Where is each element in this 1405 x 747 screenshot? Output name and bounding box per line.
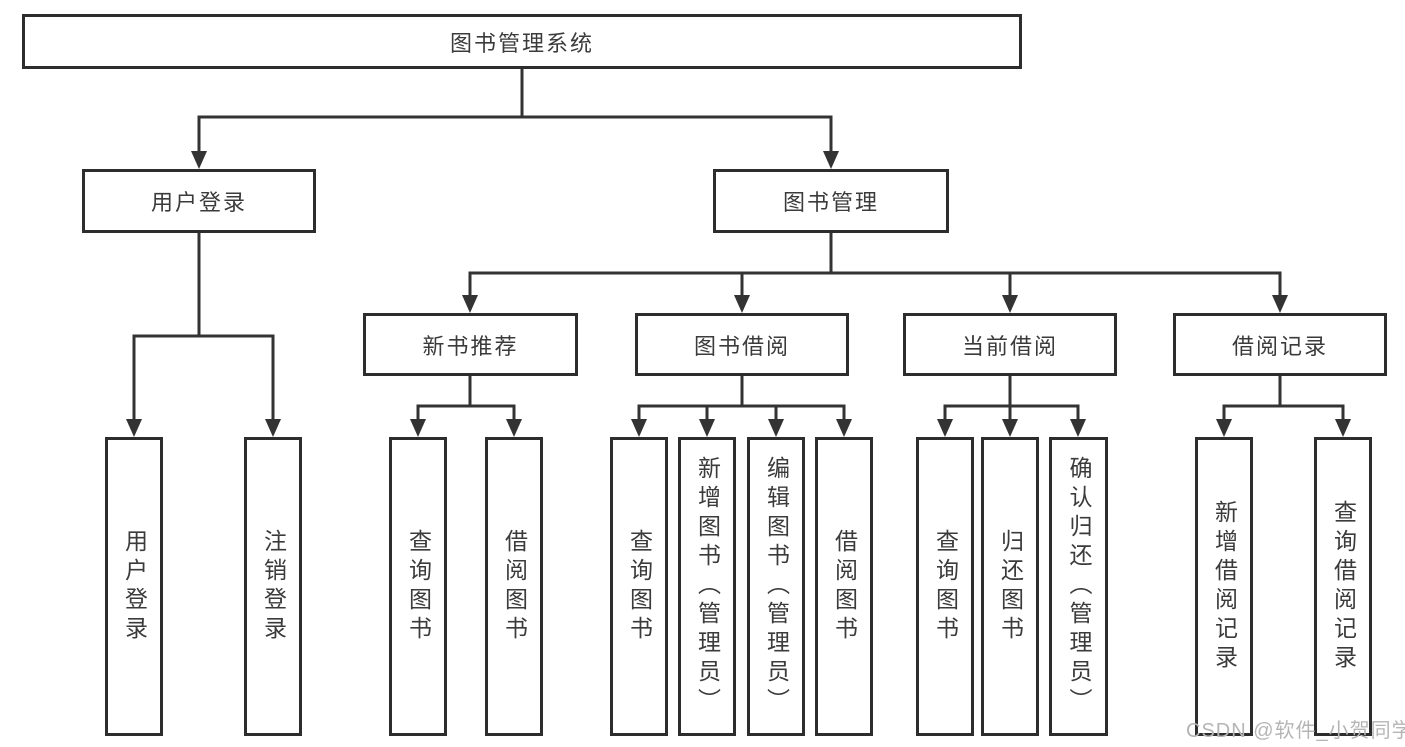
arrowhead (1002, 419, 1018, 437)
leaf-query-borrow-record: 查询借阅记录 (1314, 437, 1372, 736)
leaf-add-books-admin: 新增图书（管理员） (678, 437, 736, 736)
arrowhead (1216, 419, 1232, 437)
arrowhead (1272, 295, 1288, 313)
leaf-edit-books-admin: 编辑图书（管理员） (747, 437, 805, 736)
connector-level3-forks (416, 374, 1345, 422)
arrowhead (1335, 419, 1351, 437)
leaf-user-login: 用户登录 (105, 437, 163, 736)
connector-book-mgmt-fork (468, 231, 1282, 298)
arrowhead (191, 151, 207, 169)
leaf-logout: 注销登录 (244, 437, 302, 736)
leaf-add-borrow-record: 新增借阅记录 (1195, 437, 1253, 736)
connector-user-login-fork (132, 231, 275, 422)
node-root-system: 图书管理系统 (22, 14, 1022, 69)
arrowhead (506, 419, 522, 437)
arrowhead (937, 419, 953, 437)
csdn-watermark: CSDN @软件_小贺同学 (1186, 720, 1405, 742)
arrowhead (734, 295, 750, 313)
leaf-borrow-books-recommend: 借阅图书 (485, 437, 543, 736)
leaf-query-books-current: 查询图书 (916, 437, 974, 736)
node-current-borrow: 当前借阅 (903, 313, 1117, 376)
node-user-login: 用户登录 (82, 169, 316, 233)
leaf-query-books-borrow: 查询图书 (610, 437, 668, 736)
node-book-borrow: 图书借阅 (635, 313, 849, 376)
arrowhead (265, 419, 281, 437)
leaf-confirm-return-admin: 确认归还（管理员） (1049, 437, 1108, 736)
leaf-borrow-books: 借阅图书 (815, 437, 873, 736)
node-book-management: 图书管理 (713, 169, 949, 233)
arrowhead (1070, 419, 1086, 437)
arrowhead (1002, 295, 1018, 313)
node-borrow-records: 借阅记录 (1173, 313, 1387, 376)
arrowhead (462, 295, 478, 313)
node-new-book-recommend: 新书推荐 (363, 313, 578, 376)
arrowhead (126, 419, 142, 437)
leaf-query-books-recommend: 查询图书 (389, 437, 447, 736)
arrowhead (699, 419, 715, 437)
arrowhead (768, 419, 784, 437)
arrowhead (836, 419, 852, 437)
arrowhead (823, 151, 839, 169)
connector-root-to-level2 (197, 67, 833, 154)
leaf-return-books: 归还图书 (981, 437, 1039, 736)
arrowhead (631, 419, 647, 437)
arrowhead (410, 419, 426, 437)
